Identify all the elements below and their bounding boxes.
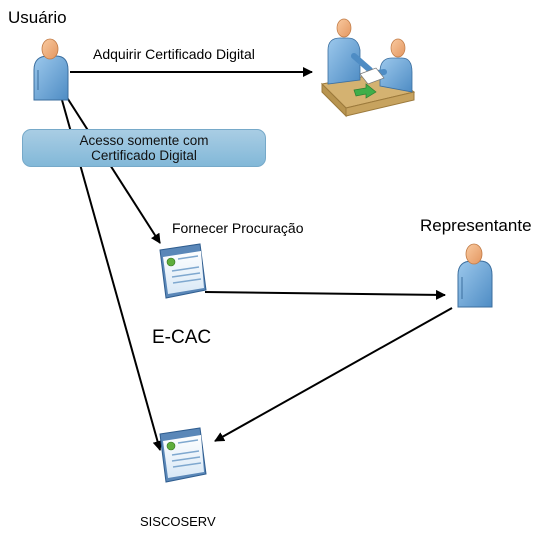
representante-label: Representante — [420, 216, 532, 235]
usuario-user-icon — [33, 38, 69, 101]
ecac-label: E-CAC — [152, 327, 212, 348]
arrow-representante-to-siscoserv — [214, 307, 453, 442]
fornecer-procuracao-label: Fornecer Procuração — [172, 220, 304, 236]
adquirir-certificado-label: Adquirir Certificado Digital — [93, 46, 255, 62]
arrow-ecac-to-representante — [204, 289, 446, 300]
usuario-label: Usuário — [8, 8, 67, 27]
siscoserv-label: SISCOSERV — [140, 514, 216, 529]
representante-user-icon — [457, 243, 493, 308]
ecac-web-window-icon — [159, 243, 207, 299]
access-note-line-2: Certificado Digital — [91, 148, 197, 163]
certificate-office-meeting-icon — [320, 18, 416, 118]
access-note-box: Acesso somente com Certificado Digital — [22, 129, 266, 167]
access-note-line-1: Acesso somente com — [79, 133, 209, 148]
arrow-usuario-to-ecac — [65, 95, 161, 244]
siscoserv-web-window-icon — [159, 427, 207, 483]
